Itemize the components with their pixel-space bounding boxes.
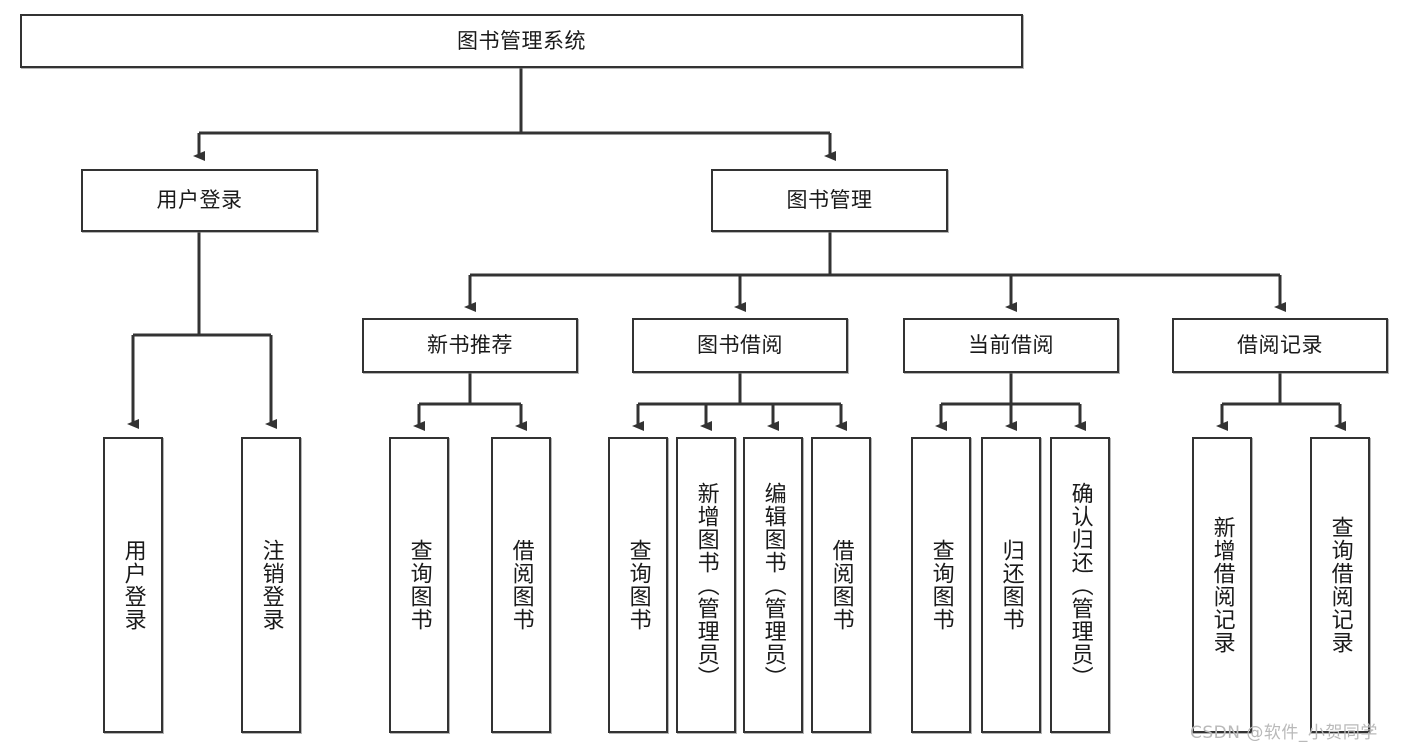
node-leaf-user-logout[interactable]: 注销登录	[241, 437, 301, 733]
node-user-login[interactable]: 用户登录	[81, 169, 318, 232]
node-leaf-user-login[interactable]: 用户登录	[103, 437, 163, 733]
node-leaf-borrow-book-2-label: 借阅图书	[828, 539, 854, 631]
node-borrow-record[interactable]: 借阅记录	[1172, 318, 1388, 373]
node-book-borrow[interactable]: 图书借阅	[632, 318, 848, 373]
node-leaf-query-record-label: 查询借阅记录	[1327, 516, 1353, 654]
node-leaf-borrow-book-2[interactable]: 借阅图书	[811, 437, 871, 733]
node-leaf-confirm-return-label: 确认归还（管理员）	[1067, 481, 1093, 689]
node-new-book-recommend[interactable]: 新书推荐	[362, 318, 578, 373]
node-book-manage-label: 图书管理	[786, 188, 873, 213]
node-leaf-edit-book[interactable]: 编辑图书（管理员）	[743, 437, 803, 733]
node-leaf-return-book-label: 归还图书	[998, 539, 1024, 631]
node-new-book-recommend-label: 新书推荐	[427, 333, 513, 358]
node-leaf-user-logout-label: 注销登录	[258, 539, 284, 631]
node-user-login-label: 用户登录	[156, 188, 243, 213]
node-current-borrow-label: 当前借阅	[968, 333, 1054, 358]
node-leaf-return-book[interactable]: 归还图书	[981, 437, 1041, 733]
node-leaf-edit-book-label: 编辑图书（管理员）	[760, 481, 786, 689]
node-leaf-add-record[interactable]: 新增借阅记录	[1192, 437, 1252, 733]
node-leaf-add-record-label: 新增借阅记录	[1209, 516, 1235, 654]
node-leaf-borrow-book-1[interactable]: 借阅图书	[491, 437, 551, 733]
node-borrow-record-label: 借阅记录	[1237, 333, 1323, 358]
node-leaf-query-book-1[interactable]: 查询图书	[389, 437, 449, 733]
node-leaf-query-book-2-label: 查询图书	[625, 539, 651, 631]
node-book-manage[interactable]: 图书管理	[711, 169, 948, 232]
node-leaf-query-book-3-label: 查询图书	[928, 539, 954, 631]
node-root-label: 图书管理系统	[457, 28, 586, 53]
node-leaf-user-login-label: 用户登录	[120, 539, 146, 631]
node-current-borrow[interactable]: 当前借阅	[903, 318, 1119, 373]
node-leaf-query-book-1-label: 查询图书	[406, 539, 432, 631]
node-leaf-borrow-book-1-label: 借阅图书	[508, 539, 534, 631]
node-leaf-query-book-2[interactable]: 查询图书	[608, 437, 668, 733]
node-leaf-add-book[interactable]: 新增图书（管理员）	[676, 437, 736, 733]
node-book-borrow-label: 图书借阅	[697, 333, 783, 358]
node-leaf-query-book-3[interactable]: 查询图书	[911, 437, 971, 733]
node-leaf-confirm-return[interactable]: 确认归还（管理员）	[1050, 437, 1110, 733]
node-leaf-add-book-label: 新增图书（管理员）	[693, 481, 719, 689]
node-leaf-query-record[interactable]: 查询借阅记录	[1310, 437, 1370, 733]
node-root[interactable]: 图书管理系统	[20, 14, 1023, 68]
